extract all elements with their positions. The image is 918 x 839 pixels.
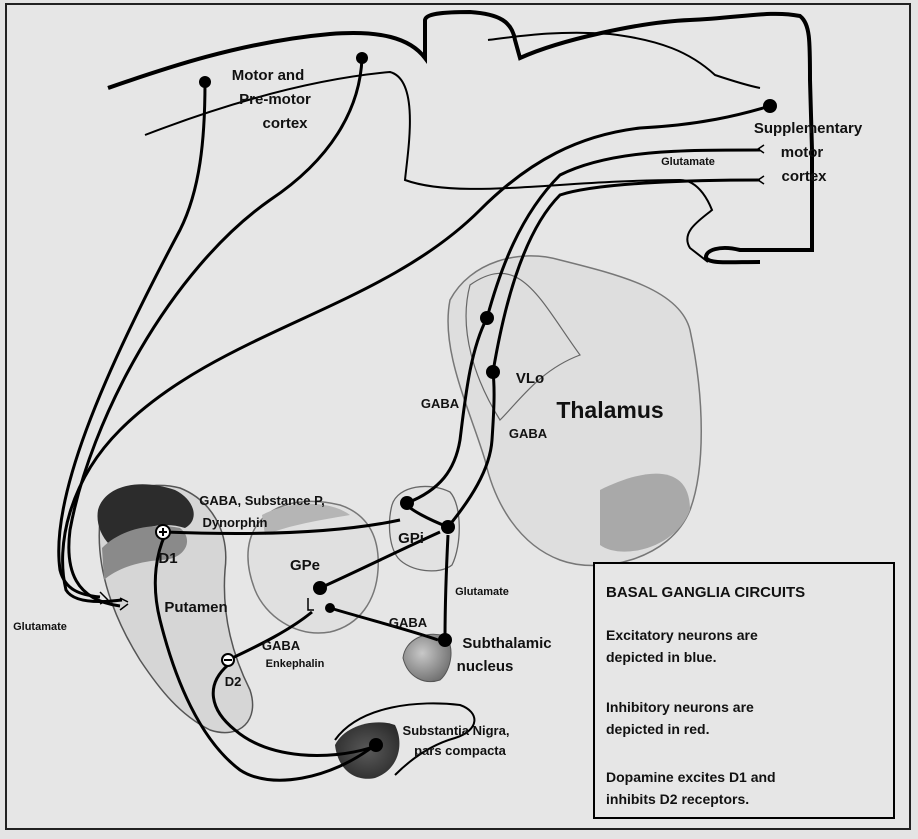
legend-inhibitory-1: Inhibitory neurons are [606,699,754,715]
soma-stn [438,633,452,647]
soma-vlo-2 [486,365,500,379]
label-vlo: VLo [516,370,544,387]
soma-snc [369,738,383,752]
label-d2: D2 [225,674,242,689]
label-gaba-right: GABA [509,426,548,441]
label-supp-motor-2: motor [781,144,824,161]
label-gaba-enkephalin-1: GABA [262,638,301,653]
legend-excitatory-2: depicted in blue. [606,649,716,665]
label-gpe: GPe [290,557,320,574]
soma-motor-1 [199,76,211,88]
legend-dopamine-2: inhibits D2 receptors. [606,791,749,807]
label-motor-cortex-1: Motor and [232,67,305,84]
soma-motor-2 [356,52,368,64]
label-substantia-1: Substantia Nigra, [403,723,510,738]
soma-gpi-2 [441,520,455,534]
label-supp-motor-1: Supplementary [754,120,863,137]
label-gaba-left: GABA [421,396,460,411]
legend-box: BASAL GANGLIA CIRCUITS Excitatory neuron… [594,563,894,818]
label-motor-cortex-3: cortex [262,115,308,132]
label-glutamate-gpi: Glutamate [455,586,509,598]
label-putamen: Putamen [164,599,227,616]
label-d1: D1 [158,550,177,567]
label-thalamus: Thalamus [556,397,663,423]
label-gaba-stn: GABA [389,615,428,630]
label-motor-cortex-2: Pre-motor [239,91,311,108]
soma-vlo-1 [480,311,494,325]
label-glutamate-top: Glutamate [661,156,715,168]
label-gaba-substance-2: Dynorphin [203,515,268,530]
legend-title: BASAL GANGLIA CIRCUITS [606,584,805,601]
legend-excitatory-1: Excitatory neurons are [606,627,758,643]
label-substantia-2: pars compacta [414,743,507,758]
soma-gpe-2 [325,603,335,613]
legend-inhibitory-2: depicted in red. [606,721,709,737]
label-gpi: GPi [398,530,424,547]
soma-gpe-1 [313,581,327,595]
legend-dopamine-1: Dopamine excites D1 and [606,769,776,785]
label-supp-motor-3: cortex [781,168,827,185]
soma-supp-motor [763,99,777,113]
label-gaba-substance-1: GABA, Substance P, [199,493,324,508]
label-gaba-enkephalin-2: Enkephalin [266,658,325,670]
label-glutamate-left: Glutamate [13,621,67,633]
label-subthalamic-2: nucleus [457,658,514,675]
label-subthalamic-1: Subthalamic [462,635,551,652]
